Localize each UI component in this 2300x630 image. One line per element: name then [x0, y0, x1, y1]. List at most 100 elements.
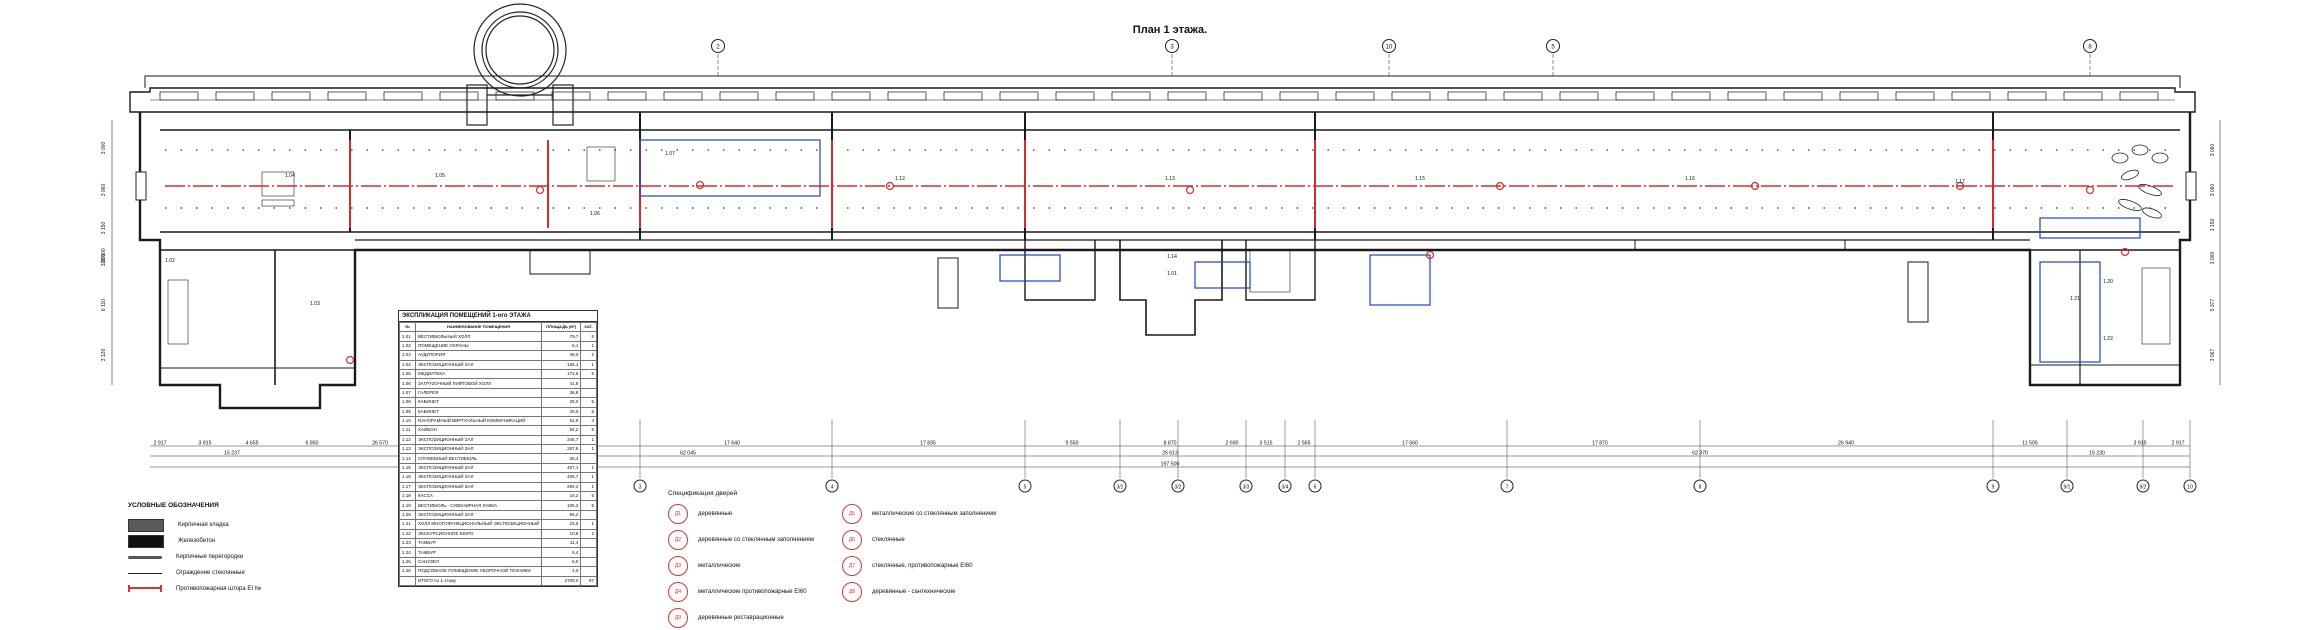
window-bay	[719, 91, 759, 101]
dimension-value: 3 515	[1260, 441, 1273, 447]
window-bay	[775, 91, 815, 101]
axis-bubble-icon	[1986, 479, 2000, 493]
fire-marker-icon	[1955, 181, 1965, 191]
door-spec-label: металлические	[698, 563, 741, 569]
room-number: 1.16	[399, 472, 416, 483]
room-name: МЕДИАТЕКА	[414, 368, 543, 380]
door-mark-icon: Д1	[668, 504, 688, 524]
room-area: 172,5	[541, 368, 582, 380]
fire-marker-icon	[1750, 181, 1760, 191]
axis-bubble-icon	[1546, 39, 1560, 53]
room-name: АУДИТОРИЯ	[414, 350, 543, 361]
room-label: 1.20	[2103, 279, 2113, 285]
room-area: 345,7	[541, 434, 582, 446]
stairs	[167, 146, 2171, 345]
room-area: 105,2	[541, 500, 582, 511]
room-number: 1.01	[399, 331, 416, 342]
axis-label: 3	[639, 485, 642, 491]
room-schedule-total-row: ИТОГО по 1 этажу 2709,0 87	[399, 575, 597, 586]
room-name: ПАНОРАМНЫЙ ВИРТУАЛЬНЫЙ КОММУНИКАЦИЙ	[414, 415, 543, 427]
room-label: 1.13	[1165, 176, 1175, 182]
room-area: 94,2	[541, 425, 582, 436]
plan-title: План 1 этажа.	[1132, 24, 1208, 36]
room-label: 1.02	[165, 258, 175, 264]
door-mark-icon: Д2	[668, 530, 688, 550]
axis-bubble-icon	[633, 479, 647, 493]
legend-item: Кирпичные перегородки	[128, 549, 448, 565]
dimension-value: 15 230	[2089, 451, 2105, 457]
window-bay	[1335, 91, 1375, 101]
room-label: 1.21	[2070, 296, 2080, 302]
header-area: ПЛОЩАДЬ (М²)	[541, 321, 582, 333]
room-area: 15,9	[541, 519, 582, 530]
window-bay	[1503, 91, 1543, 101]
door-mark-icon: Д8	[842, 582, 862, 602]
door-mark-icon: Д4	[668, 582, 688, 602]
blue-annotation-box	[1194, 261, 1251, 289]
room-schedule-header-row: № НАИМЕНОВАНИЕ ПОМЕЩЕНИЯ ПЛОЩАДЬ (М²) КА…	[399, 321, 597, 333]
dimension-value: 4 655	[246, 441, 259, 447]
room-category	[580, 453, 597, 464]
dimension-value: 3 000	[101, 254, 107, 267]
window-bay	[2007, 91, 2047, 101]
room-category	[580, 387, 597, 399]
dimension-value: 62 370	[1692, 451, 1708, 457]
dimension-value: 6 850	[306, 441, 319, 447]
room-area: 294,2	[541, 481, 582, 493]
door-mark-icon: Д5	[842, 504, 862, 524]
door-spec-label: металлические противопожарные EI60	[698, 589, 807, 595]
header-number: №	[399, 321, 416, 333]
room-category: 1	[580, 481, 597, 493]
room-category: 5	[580, 491, 597, 502]
room-area: 16,2	[541, 491, 582, 502]
axis-bubble-icon	[1113, 479, 1127, 493]
dimension-value: 8 870	[1164, 441, 1177, 447]
axis-label: 3	[1170, 45, 1174, 51]
window-bay	[215, 91, 255, 101]
legend-label: Кирпичные перегородки	[176, 554, 244, 560]
legend-label: Железобетон	[178, 538, 216, 544]
axis-label: 3/1	[1117, 485, 1124, 491]
dimension-value: 6 110	[101, 299, 107, 311]
door-spec-label: стеклянные, противопожарные EI60	[872, 563, 973, 569]
dimension-value: 2 690	[1226, 441, 1239, 447]
dimension-value: 197 500	[1161, 462, 1180, 468]
rotunda	[466, 3, 574, 126]
side-axis-marker	[135, 171, 147, 201]
door-spec-heading: Спецификация дверей	[668, 490, 738, 497]
window-bay	[831, 91, 871, 101]
dimension-value: 9 550	[1066, 441, 1079, 447]
dimension-value: 17 640	[724, 441, 740, 447]
axis-label: 9	[1992, 485, 1995, 491]
room-area: 11,4	[541, 537, 582, 549]
room-label: 1.06	[590, 211, 600, 217]
room-number: 1.11	[399, 425, 416, 436]
legend-swatch	[128, 518, 164, 532]
axis-label: 5	[1024, 485, 1027, 491]
room-label: 1.22	[2103, 336, 2113, 342]
dimension-value: 3 815	[199, 441, 212, 447]
dimension-value: 3 120	[101, 349, 107, 362]
room-number: 1.04	[399, 359, 416, 370]
fire-marker-icon	[535, 185, 545, 195]
room-category: 2	[580, 528, 597, 540]
legend-item: Противопожарная штора EI №	[128, 581, 448, 597]
room-label: 1.17	[1955, 179, 1965, 185]
axis-label: 3/2	[1175, 485, 1182, 491]
axis-label: 10	[2187, 485, 2193, 491]
dimension-value: 5 377	[2210, 299, 2216, 312]
window-bay	[999, 91, 1039, 101]
fire-marker-icon	[345, 355, 355, 365]
window-bay	[271, 91, 311, 101]
window-bay	[1391, 91, 1431, 101]
fire-marker-icon	[885, 181, 895, 191]
